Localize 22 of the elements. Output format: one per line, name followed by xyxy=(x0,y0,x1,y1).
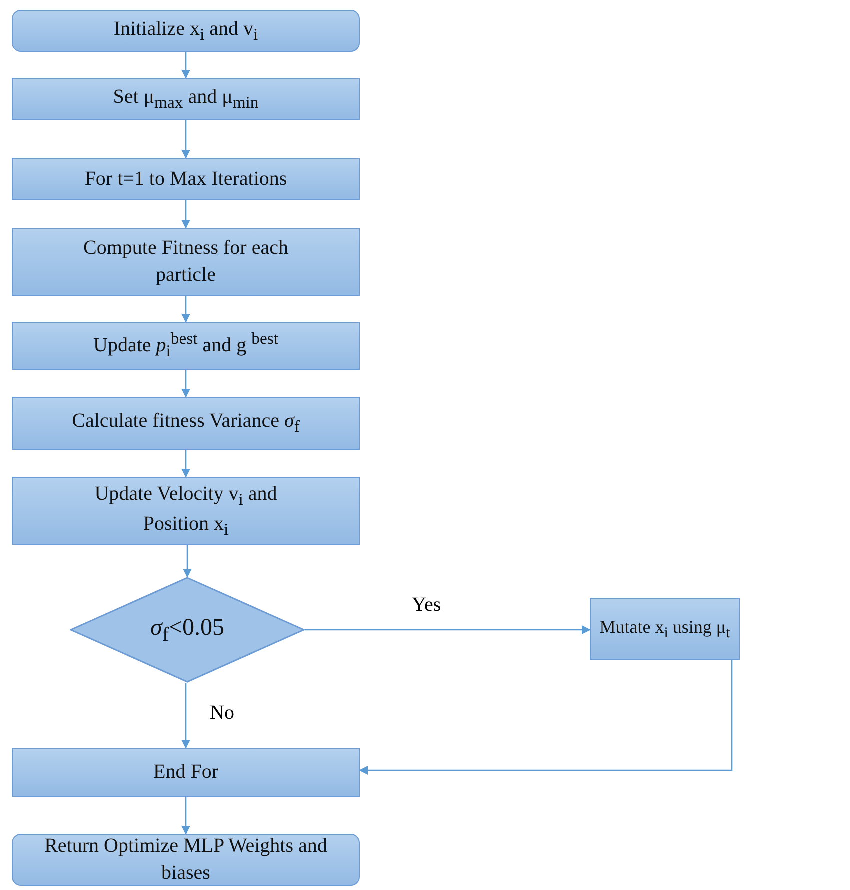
process-box: For t=1 to Max Iterations xyxy=(12,158,360,200)
end-box: Return Optimize MLP Weights and biases xyxy=(12,834,360,886)
process-box: Update Velocity v$_{i}$ and Position x$_{i}$ xyxy=(12,477,360,545)
arrow xyxy=(181,450,191,478)
arrow xyxy=(359,660,733,776)
process-box: Mutate x$_{i}$ using μ$_{t}$ xyxy=(590,598,740,660)
start-box: Initialize x$_{i}$ and v$_{i}$ xyxy=(12,10,360,52)
arrow xyxy=(181,370,191,398)
arrow xyxy=(182,545,192,578)
arrow xyxy=(181,797,191,835)
process-box: Set μ$_{max}$ and μ$_{min}$ xyxy=(12,78,360,120)
process-box: Update p$_{i}$$^{best}$ and g $^{best}$ xyxy=(12,322,360,370)
process-box: Calculate fitness Variance σ$_{f}$ xyxy=(12,397,360,450)
arrow xyxy=(181,683,191,749)
arrow xyxy=(181,52,191,79)
arrow xyxy=(181,200,191,229)
condition-label: σ$_{f}$<0.05 xyxy=(150,614,225,648)
process-box: Compute Fitness for each particle xyxy=(12,228,360,296)
arrow xyxy=(305,625,591,635)
arrow xyxy=(181,296,191,323)
arrow xyxy=(181,120,191,159)
process-box: End For xyxy=(12,748,360,797)
